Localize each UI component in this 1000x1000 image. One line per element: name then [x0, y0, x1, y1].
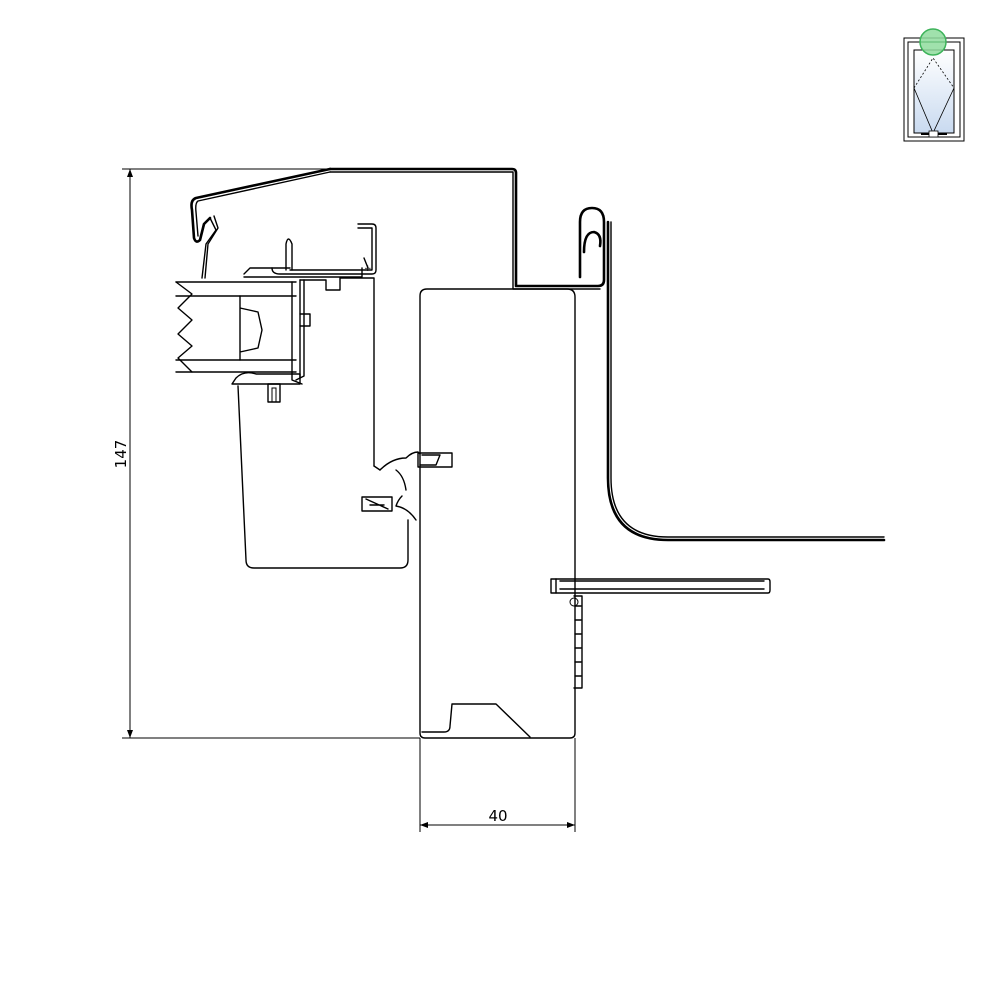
window-position-icon [903, 28, 965, 142]
sash-assembly: + [175, 223, 453, 569]
sill-board [550, 578, 771, 689]
outer-flashing [190, 167, 886, 542]
frame-profile [419, 288, 576, 739]
icon-handle [928, 130, 939, 138]
icon-glass-pane [913, 49, 955, 134]
dimension-width: 40 [419, 738, 576, 832]
dimension-height: 147 [112, 168, 420, 739]
height-dimension-label: 147 [112, 440, 130, 469]
width-dimension-label: 40 [488, 807, 507, 825]
svg-text:+: + [364, 264, 372, 274]
